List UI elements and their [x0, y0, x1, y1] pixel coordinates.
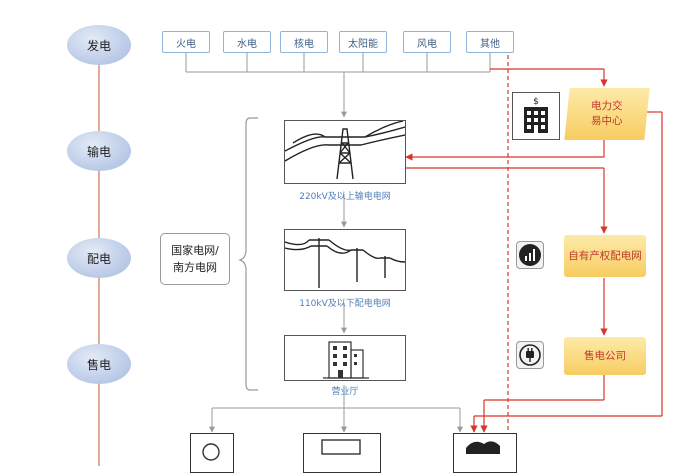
office-caption: 营业厅 — [331, 387, 359, 397]
source-nuclear: 核电 — [280, 31, 328, 53]
power-plug-icon — [519, 344, 541, 366]
utility-pole-icon — [285, 238, 405, 288]
meter-icon — [202, 443, 220, 461]
stage-transmission: 输电 — [67, 131, 131, 171]
source-wind: 风电 — [403, 31, 451, 53]
building-dollar-icon: $ — [524, 97, 548, 133]
svg-text:$: $ — [533, 97, 539, 107]
private-grid-icon-box — [516, 241, 544, 269]
office-building-icon — [323, 341, 369, 379]
stage-retail: 售电 — [67, 344, 131, 384]
source-collector — [185, 53, 491, 433]
factory-icon — [466, 441, 500, 454]
source-other: 其他 — [466, 31, 514, 53]
distribution-image — [284, 229, 406, 291]
distribution-caption: 110kV及以下配电电网 — [299, 299, 391, 309]
grid-operator-box: 国家电网/ 南方电网 — [160, 233, 230, 285]
source-thermal: 火电 — [162, 31, 210, 53]
stage-generation: 发电 — [67, 25, 131, 65]
red-flow-lines — [405, 68, 663, 433]
private-grid-label: 自有产权配电网 — [564, 235, 646, 277]
trading-center-label: 电力交 易中心 — [564, 88, 650, 140]
source-hydro: 水电 — [223, 31, 271, 53]
consumer-box-2 — [303, 433, 381, 473]
retail-company-label: 售电公司 — [564, 337, 646, 375]
consumer-box-3 — [453, 433, 517, 473]
office-image — [284, 335, 406, 381]
consumer-box-1 — [190, 433, 234, 473]
transmission-caption: 220kV及以上输电电网 — [299, 192, 391, 202]
screen-icon — [321, 439, 361, 455]
trading-center-icon-box: $ — [512, 92, 560, 140]
transmission-tower-icon — [285, 121, 405, 180]
transmission-image — [284, 120, 406, 184]
grid-brace — [238, 117, 258, 391]
retail-icon-box — [516, 341, 544, 369]
bar-chart-icon — [519, 244, 541, 266]
stage-distribution: 配电 — [67, 238, 131, 278]
source-solar: 太阳能 — [339, 31, 387, 53]
